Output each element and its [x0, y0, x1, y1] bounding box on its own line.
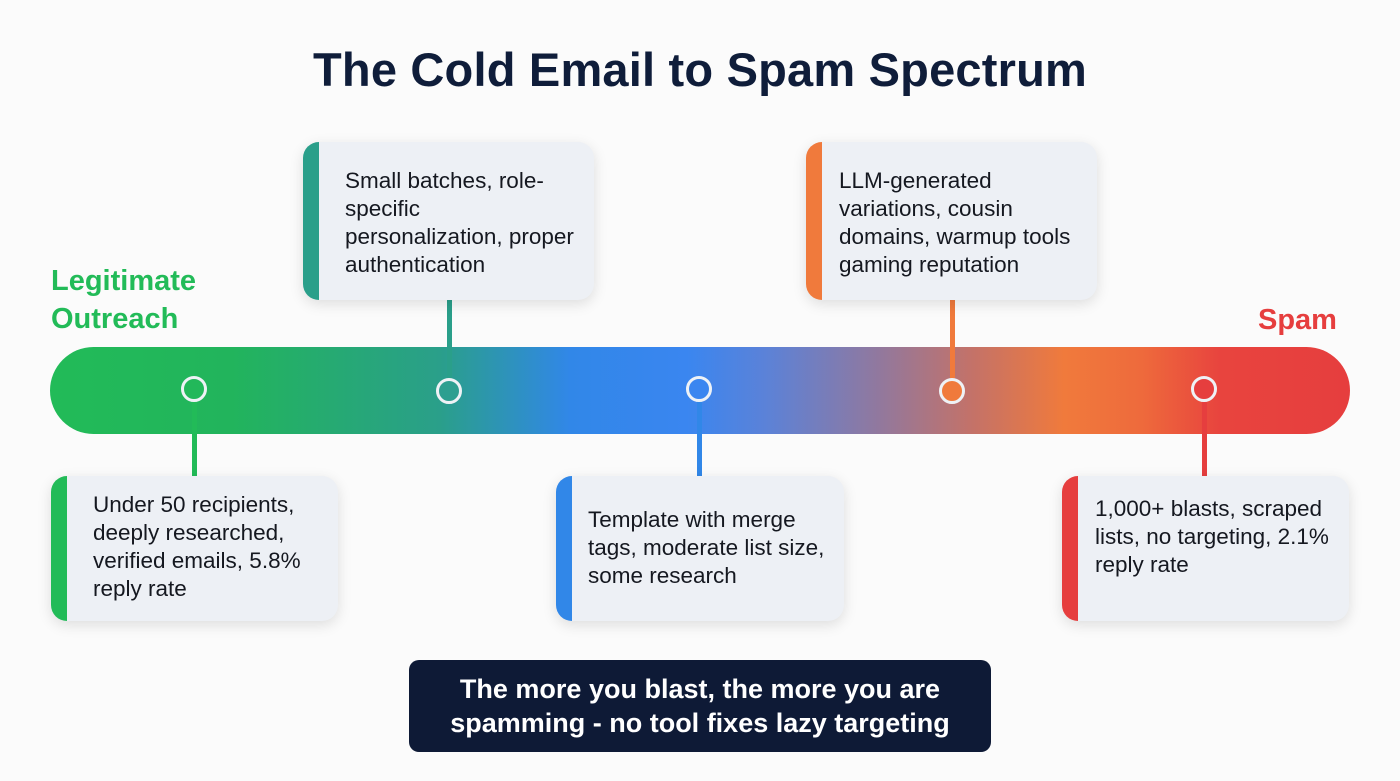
card-accent — [556, 476, 572, 621]
banner-line2: spamming - no tool fixes lazy targeting — [450, 708, 950, 738]
stage-text: 1,000+ blasts, scraped lists, no targeti… — [1095, 496, 1329, 577]
marker-3 — [686, 376, 712, 402]
stage-text: Under 50 recipients, deeply researched, … — [93, 492, 301, 601]
card-accent — [806, 142, 822, 300]
marker-2 — [436, 378, 462, 404]
card-accent — [1062, 476, 1078, 621]
stage-text: LLM-generated variations, cousin domains… — [839, 168, 1071, 277]
diagram-title: The Cold Email to Spam Spectrum — [313, 43, 1087, 96]
marker-1 — [181, 376, 207, 402]
left-label-line2: Outreach — [51, 303, 179, 335]
marker-4 — [939, 378, 965, 404]
marker-5 — [1191, 376, 1217, 402]
connector-line-4 — [950, 300, 955, 378]
card-accent — [51, 476, 67, 621]
stage-text: Template with merge tags, moderate list … — [588, 507, 825, 588]
connector-line-2 — [447, 300, 452, 378]
connector-line-5 — [1202, 400, 1207, 476]
stage-card-1: Under 50 recipients, deeply researched, … — [51, 476, 338, 621]
card-accent — [303, 142, 319, 300]
stage-card-2: Small batches, role-specific personaliza… — [303, 142, 594, 300]
stage-card-5: 1,000+ blasts, scraped lists, no targeti… — [1062, 476, 1349, 621]
spam-label: Spam — [1258, 304, 1337, 336]
banner-line1: The more you blast, the more you are — [459, 674, 941, 704]
stage-card-3: Template with merge tags, moderate list … — [556, 476, 844, 621]
takeaway-banner: The more you blast, the more you are spa… — [409, 660, 991, 752]
connector-line-1 — [192, 400, 197, 476]
stage-text: Small batches, role-specific personaliza… — [345, 168, 574, 277]
legitimate-outreach-label: Legitimate Outreach — [51, 262, 196, 338]
stage-card-4: LLM-generated variations, cousin domains… — [806, 142, 1097, 300]
connector-line-3 — [697, 400, 702, 476]
left-label-line1: Legitimate — [51, 265, 197, 297]
